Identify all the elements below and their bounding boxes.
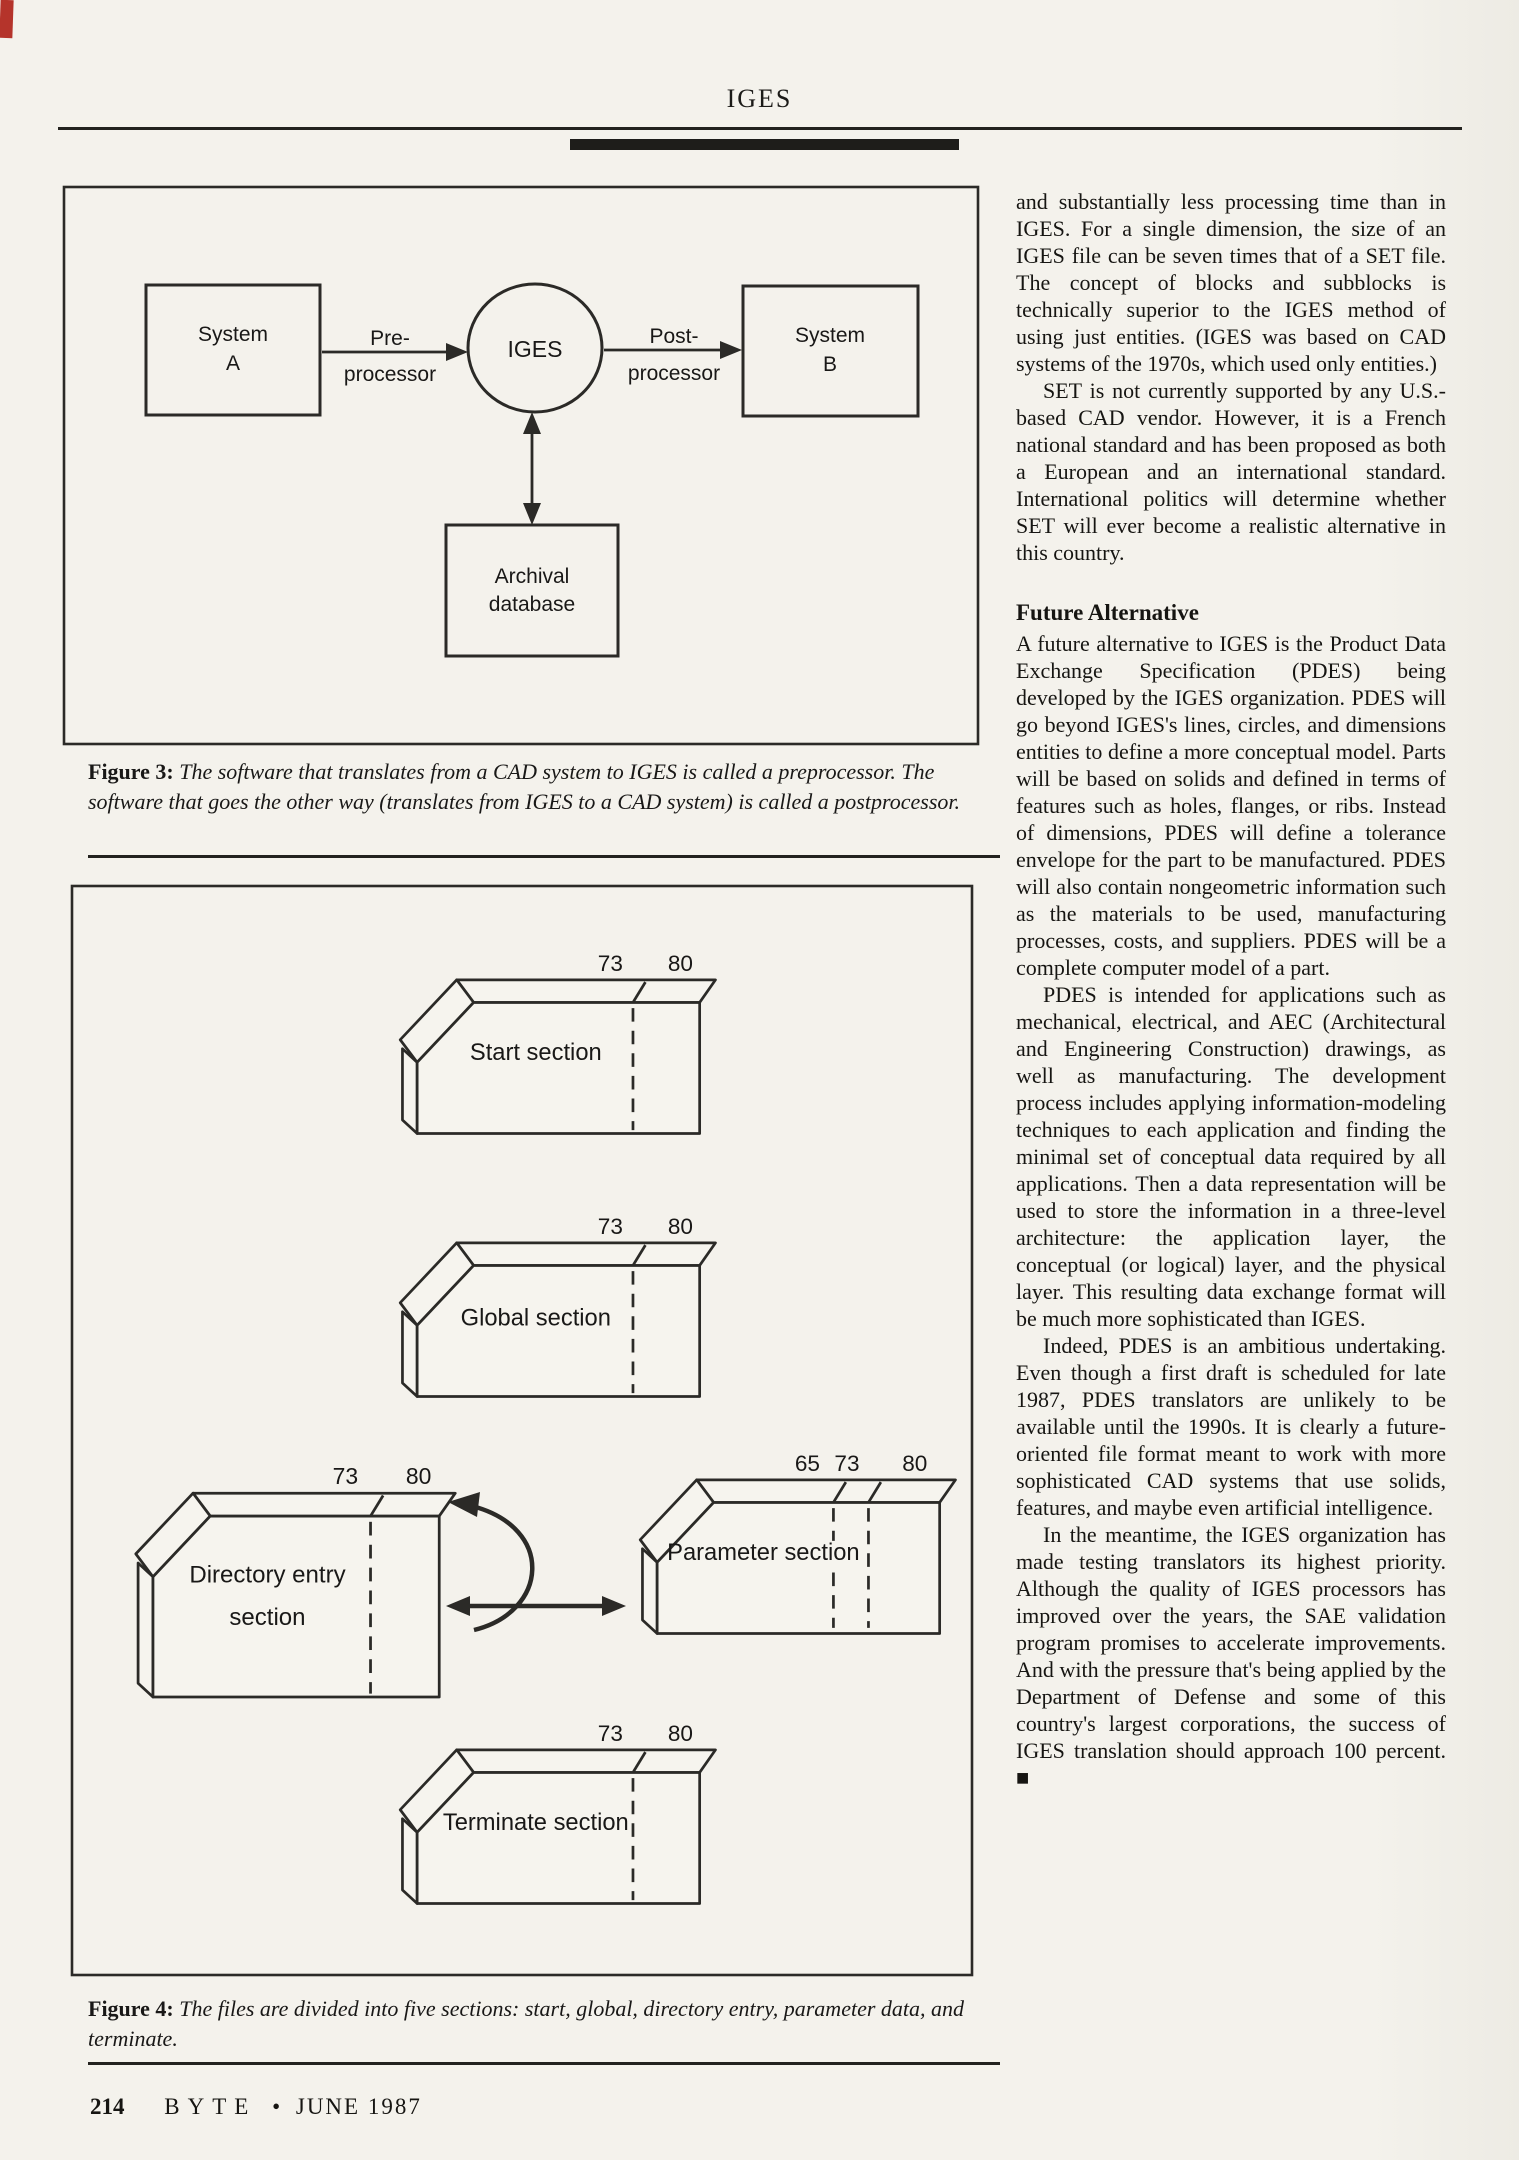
col-80-label: 80 [668, 951, 693, 976]
col-73-label: 73 [834, 1451, 859, 1476]
loop-arrow [448, 1492, 535, 1633]
col-80-label: 80 [406, 1463, 431, 1489]
start-section-label: Start section [470, 1040, 602, 1066]
system-a-label2: A [226, 352, 240, 375]
col-73-label: 73 [598, 1214, 623, 1239]
article-paragraph: In the meantime, the IGES organization h… [1016, 1522, 1446, 1790]
article-paragraph: A future alternative to IGES is the Prod… [1016, 631, 1446, 980]
footer-bullet: • [272, 2094, 281, 2119]
archival-database-box: Archival database [444, 523, 620, 658]
card-global-section: 73 80 Global section [398, 1214, 717, 1398]
article-paragraph: PDES is intended for applications such a… [1016, 982, 1446, 1331]
post-label: Post- [649, 325, 698, 348]
card-parameter-section: 65 73 80 Parameter section [638, 1451, 957, 1635]
iges-label: IGES [508, 336, 563, 362]
system-a-box: System A [144, 283, 322, 417]
page-number: 214 [90, 2094, 125, 2119]
article-paragraph: Indeed, PDES is an ambitious undertaking… [1016, 1333, 1446, 1520]
preprocessor-arrow: Pre- processor [322, 327, 468, 386]
iges-node: IGES [466, 282, 604, 414]
col-73-label: 73 [598, 951, 623, 976]
article-paragraph: SET is not currently supported by any U.… [1016, 378, 1446, 565]
issue-date: JUNE 1987 [295, 2094, 422, 2119]
figure3-diagram: System A Pre- processor IGES Post- proce… [62, 185, 980, 746]
figure3-frame [62, 185, 980, 746]
article-paragraph: and substantially less processing time t… [1016, 189, 1446, 376]
page-title: IGES [726, 84, 793, 113]
scan-artifact [0, 0, 14, 39]
col-80-label: 80 [668, 1721, 693, 1746]
postprocessor-arrow: Post- processor [604, 325, 742, 385]
archival-label2: database [489, 593, 575, 616]
archival-label: Archival [495, 565, 570, 588]
divider-rule [88, 855, 1000, 858]
figure4-caption: Figure 4: The files are divided into fiv… [88, 1994, 994, 2054]
card-directory-entry-section: 73 80 Directory entry section [134, 1463, 457, 1699]
system-a-label: System [198, 323, 268, 346]
directory-entry-label: Directory entry [189, 1562, 345, 1589]
col-80-label: 80 [902, 1451, 927, 1476]
figure3-caption-text: The software that translates from a CAD … [88, 759, 960, 814]
pre-label: Pre- [370, 327, 410, 350]
col-65-label: 65 [795, 1451, 820, 1476]
directory-entry-label2: section [229, 1604, 305, 1631]
card-terminate-section: 73 80 Terminate section [398, 1721, 717, 1905]
col-80-label: 80 [668, 1214, 693, 1239]
footer-rule [88, 2062, 1000, 2065]
page-footer: 214 BYTE • JUNE 1987 [90, 2094, 422, 2120]
figure4-diagram: 73 80 Start section 73 80 Global section… [70, 884, 974, 1977]
pre-label2: processor [344, 363, 436, 386]
header-rule [58, 127, 1462, 130]
parameter-section-label: Parameter section [667, 1540, 859, 1566]
card-start-section: 73 80 Start section [398, 951, 717, 1135]
figure3-caption-label: Figure 3: [88, 759, 174, 784]
figure3-caption: Figure 3: The software that translates f… [88, 757, 994, 817]
article-column: and substantially less processing time t… [1016, 188, 1446, 1791]
terminate-section-label: Terminate section [443, 1810, 629, 1836]
archive-double-arrow [523, 412, 541, 525]
post-label2: processor [628, 362, 720, 385]
section-heading: Future Alternative [1016, 600, 1199, 625]
col-73-label: 73 [598, 1721, 623, 1746]
system-b-box: System B [741, 284, 920, 418]
figure4-caption-label: Figure 4: [88, 1996, 174, 2021]
header-bar [570, 139, 959, 150]
col-73-label: 73 [333, 1463, 358, 1489]
figure4-frame [70, 884, 974, 1977]
system-b-label: System [795, 324, 865, 347]
global-section-label: Global section [461, 1305, 611, 1331]
exchange-double-arrow [446, 1596, 626, 1616]
magazine-brand: BYTE [164, 2094, 257, 2119]
system-b-label2: B [823, 353, 837, 376]
figure4-caption-text: The files are divided into five sections… [88, 1996, 965, 2051]
